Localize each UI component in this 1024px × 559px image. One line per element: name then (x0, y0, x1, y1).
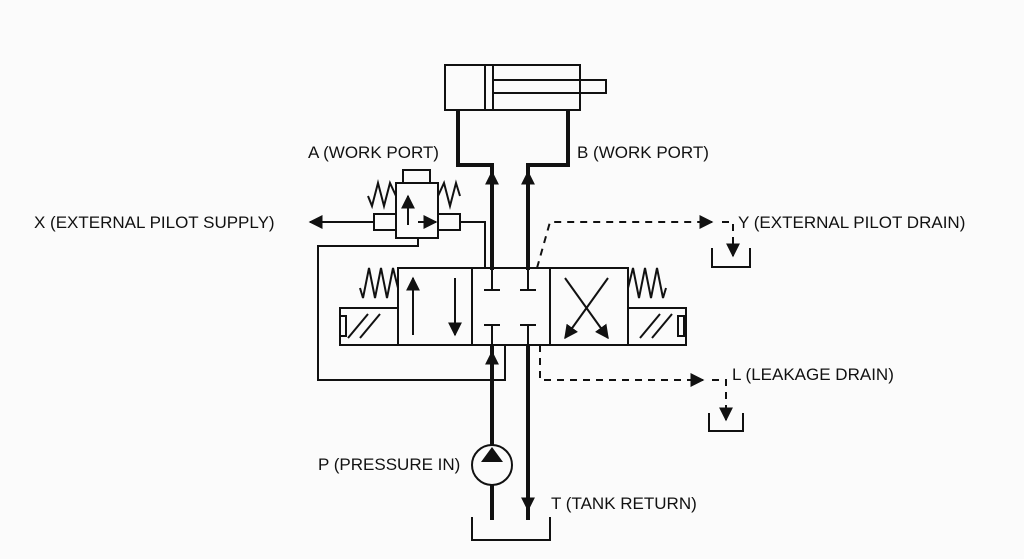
label-a-work-port: A (WORK PORT) (308, 143, 439, 162)
label-l-leakage-drain: L (LEAKAGE DRAIN) (732, 365, 894, 384)
work-port-lines (456, 110, 570, 270)
label-t-tank-return: T (TANK RETURN) (551, 494, 697, 513)
l-drain-line (539, 345, 744, 432)
right-solenoid (627, 307, 687, 346)
right-spring (627, 267, 667, 299)
directional-valve-body (397, 267, 629, 346)
pilot-valve (367, 169, 461, 239)
label-p-pressure-in: P (PRESSURE IN) (318, 455, 460, 474)
x-pilot-line (308, 215, 506, 381)
pump-icon (471, 444, 513, 486)
left-solenoid (339, 307, 399, 346)
label-b-work-port: B (WORK PORT) (577, 143, 709, 162)
label-x-pilot-supply: X (EXTERNAL PILOT SUPPLY) (34, 213, 275, 232)
tank-reservoir (471, 517, 551, 541)
y-drain-line (536, 215, 751, 269)
cylinder-actuator (444, 64, 607, 111)
center-blocked-ports (484, 268, 536, 345)
label-y-pilot-drain: Y (EXTERNAL PILOT DRAIN) (738, 213, 965, 232)
left-spring (359, 267, 399, 299)
